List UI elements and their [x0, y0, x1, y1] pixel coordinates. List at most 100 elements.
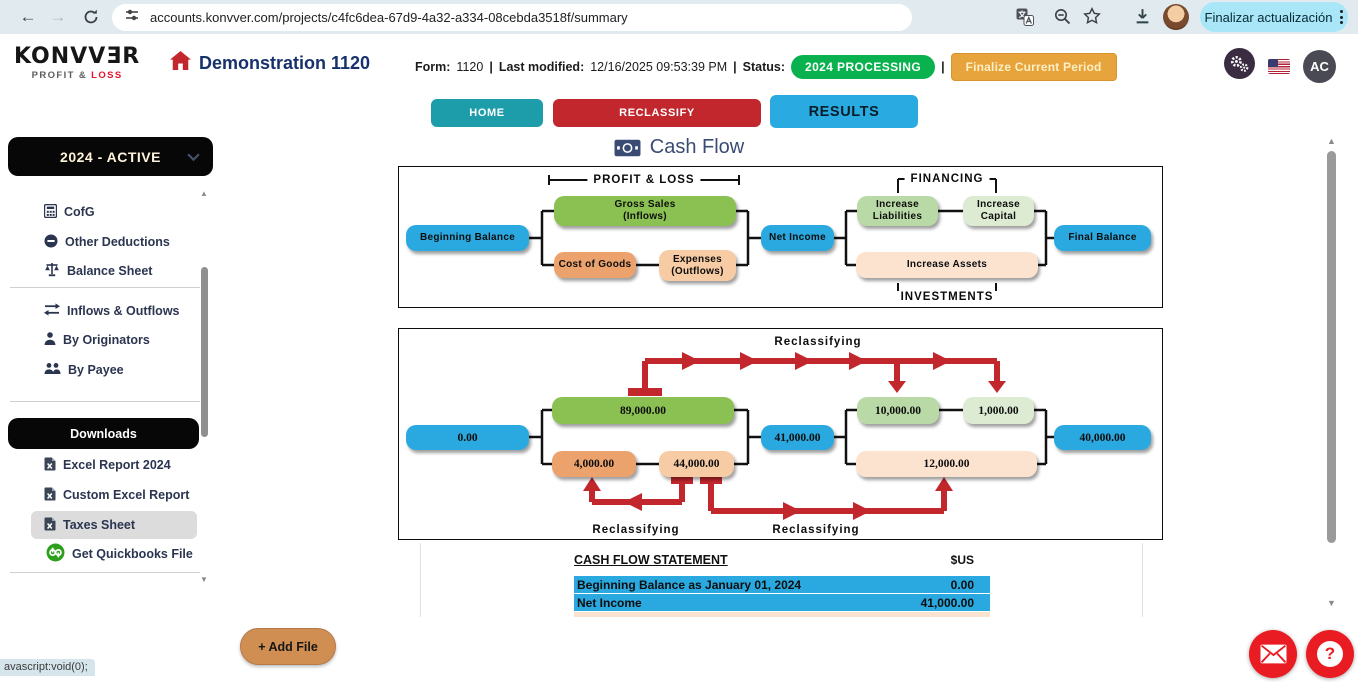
value-beginning-balance: 0.00	[406, 425, 529, 450]
statement-row: Beginning Balance as January 01, 2024 0.…	[574, 576, 990, 593]
cash-flow-statement: CASH FLOW STATEMENT $US Beginning Balanc…	[420, 543, 1143, 617]
tab-home[interactable]: HOME	[431, 99, 543, 127]
excel-file-icon	[44, 457, 56, 474]
statement-title: CASH FLOW STATEMENT	[574, 553, 728, 567]
download-icon[interactable]	[1134, 8, 1151, 30]
site-settings-icon[interactable]	[124, 7, 140, 28]
main-scrollbar[interactable]	[1327, 151, 1336, 543]
language-flag-icon[interactable]	[1268, 58, 1290, 74]
status-badge: 2024 PROCESSING	[791, 55, 936, 79]
excel-file-icon	[44, 517, 56, 534]
back-icon[interactable]: ←	[19, 7, 37, 26]
sidebar-item-cofg[interactable]: CofG	[43, 203, 95, 221]
value-final-balance: 40,000.00	[1054, 425, 1151, 450]
chevron-down-icon	[187, 153, 200, 162]
sidebar-item-by-payee[interactable]: By Payee	[44, 361, 124, 379]
main-scroll-up-icon[interactable]: ▲	[1327, 136, 1336, 146]
reload-icon[interactable]	[78, 4, 104, 30]
form-value: 1120	[456, 60, 484, 74]
quickbooks-icon	[46, 543, 65, 565]
envelope-icon	[1260, 644, 1286, 664]
sidebar-scrollbar[interactable]	[201, 267, 208, 437]
sidebar-divider	[10, 287, 200, 288]
value-gross-sales: 89,000.00	[552, 397, 734, 424]
project-title: Demonstration 1120	[199, 52, 371, 73]
settings-gears-icon[interactable]	[1224, 48, 1255, 84]
zoom-out-icon[interactable]	[1054, 8, 1071, 30]
value-cost-of-goods: 4,000.00	[552, 451, 636, 477]
period-selector[interactable]: 2024 - ACTIVE	[8, 137, 213, 176]
tab-results[interactable]: RESULTS	[770, 95, 918, 128]
cash-icon	[614, 139, 641, 156]
sidebar-item-balance-sheet[interactable]: Balance Sheet	[44, 262, 152, 280]
sidebar-item-custom-excel-report[interactable]: Custom Excel Report	[44, 486, 189, 504]
logo-sub-loss: LOSS	[91, 70, 123, 81]
reclassifying-label-top: Reclassifying	[768, 336, 868, 348]
user-avatar[interactable]: AC	[1303, 49, 1336, 83]
browser-profile-avatar[interactable]	[1163, 4, 1189, 30]
node-net-income: Net Income	[761, 225, 834, 251]
value-increase-assets: 12,000.00	[856, 451, 1037, 477]
node-cost-of-goods: Cost of Goods	[554, 252, 636, 278]
value-increase-liabilities: 10,000.00	[857, 397, 939, 424]
help-button[interactable]: ?	[1306, 630, 1354, 678]
sidebar-scroll-up-icon[interactable]: ▲	[200, 189, 208, 198]
reclassifying-label-bottom-left: Reclassifying	[586, 524, 686, 536]
modified-label: Last modified:	[498, 60, 585, 74]
group-label-financing: FINANCING	[904, 173, 990, 185]
sidebar-item-inflows-outflows[interactable]: Inflows & Outflows	[44, 302, 180, 320]
statement-row-partial	[574, 612, 990, 617]
sidebar-item-quickbooks[interactable]: Get Quickbooks File	[46, 543, 193, 565]
main-scroll-down-icon[interactable]: ▼	[1327, 598, 1336, 608]
sidebar-item-excel-report[interactable]: Excel Report 2024	[44, 456, 171, 474]
node-increase-assets: Increase Assets	[856, 252, 1038, 278]
browser-menu-icon[interactable]	[1340, 10, 1344, 24]
form-label: Form:	[415, 60, 451, 74]
add-file-button[interactable]: + Add File	[240, 628, 336, 665]
scales-icon	[44, 262, 60, 280]
sidebar-selected-highlight	[31, 511, 197, 539]
app-header: KONVVƎR PROFIT & LOSS Demonstration 1120…	[0, 34, 1358, 94]
statement-currency: $US	[950, 553, 974, 567]
url-text: accounts.konvver.com/projects/c4fc6dea-6…	[150, 10, 628, 25]
cashflow-diagram: PROFIT & LOSS FINANCING INVESTMENTS Begi…	[398, 166, 1163, 308]
people-icon	[44, 362, 61, 378]
sidebar-divider	[10, 572, 200, 573]
translate-icon[interactable]	[1016, 8, 1034, 31]
bookmark-star-icon[interactable]	[1083, 7, 1101, 30]
node-expenses: Expenses(Outflows)	[659, 250, 736, 281]
project-meta: Form: 1120 | Last modified: 12/16/2025 0…	[415, 53, 1117, 81]
downloads-header: Downloads	[8, 418, 199, 449]
forward-icon[interactable]: →	[49, 7, 67, 26]
finish-update-button[interactable]: Finalizar actualización	[1200, 2, 1348, 32]
group-label-investments: INVESTMENTS	[894, 291, 1000, 303]
konvver-logo[interactable]: KONVVƎR PROFIT & LOSS	[14, 44, 141, 82]
reclassify-diagram: Reclassifying Reclassifying Reclassifyin…	[398, 328, 1163, 540]
statement-row: Net Income 41,000.00	[574, 594, 990, 611]
swap-arrows-icon	[44, 303, 60, 319]
finalize-period-button[interactable]: Finalize Current Period	[950, 53, 1117, 81]
sidebar-item-by-originators[interactable]: By Originators	[44, 331, 150, 349]
question-mark-icon: ?	[1317, 641, 1343, 667]
minus-circle-icon	[44, 234, 58, 251]
sidebar-item-taxes-sheet[interactable]: Taxes Sheet	[44, 516, 135, 534]
logo-text: KONVVƎR	[14, 44, 141, 69]
finish-update-label: Finalizar actualización	[1204, 9, 1333, 25]
sidebar-item-other-deductions[interactable]: Other Deductions	[44, 233, 170, 251]
status-bar-link-preview: avascript:void(0);	[0, 659, 95, 676]
calculator-icon	[43, 203, 58, 221]
status-label: Status:	[742, 60, 786, 74]
sidebar-scroll-down-icon[interactable]: ▼	[200, 575, 208, 584]
reclassifying-label-bottom-right: Reclassifying	[766, 524, 866, 536]
value-increase-capital: 1,000.00	[963, 397, 1034, 424]
address-bar[interactable]: accounts.konvver.com/projects/c4fc6dea-6…	[112, 4, 912, 31]
tab-reclassify[interactable]: RECLASSIFY	[553, 99, 761, 127]
group-label-profit-loss: PROFIT & LOSS	[587, 174, 701, 186]
contact-mail-button[interactable]	[1249, 630, 1297, 678]
period-selector-label: 2024 - ACTIVE	[60, 148, 161, 165]
modified-value: 12/16/2025 09:53:39 PM	[590, 60, 728, 74]
home-icon[interactable]	[170, 51, 191, 75]
